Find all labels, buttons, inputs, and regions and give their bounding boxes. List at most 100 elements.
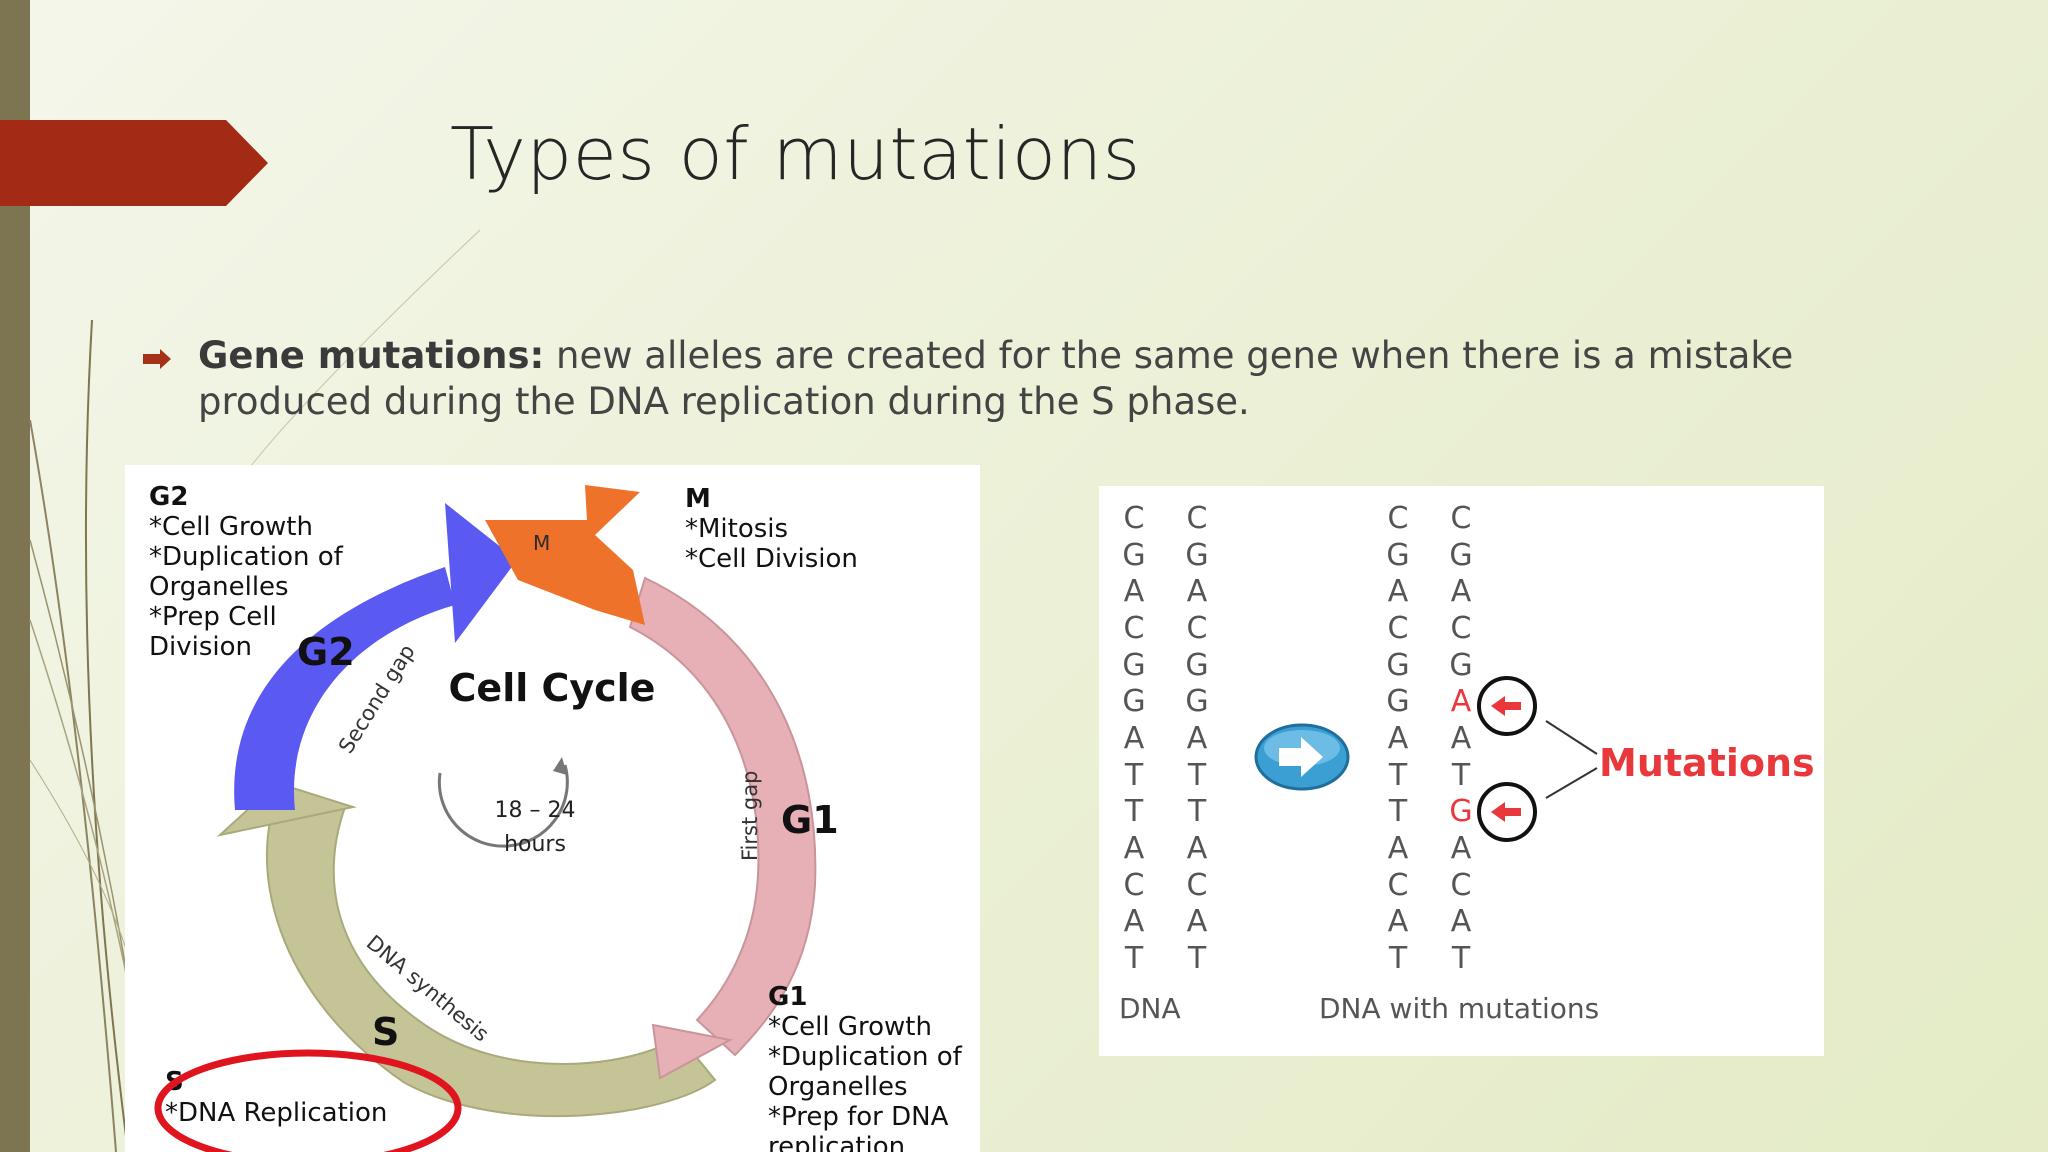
base: G <box>1185 538 1208 573</box>
title-flag-shape <box>0 120 268 206</box>
base: A <box>1187 721 1208 756</box>
s-notes: S *DNA Replication <box>165 1067 387 1128</box>
g2-notes-heading: G2 <box>149 482 188 512</box>
bullet-arrow-icon <box>143 349 171 369</box>
base: A <box>1451 904 1472 939</box>
dna-strand-mutated-2: C G A C G A A T G A C A T <box>1449 501 1472 976</box>
base: T <box>1124 941 1144 976</box>
first-gap-label: First gap <box>738 771 762 861</box>
dna-strands: C G A C G G A T T A C A T C G A C G G <box>1122 501 1472 976</box>
base: C <box>1388 868 1409 903</box>
g2-note-line: *Prep Cell <box>149 602 277 632</box>
base: A <box>1124 721 1145 756</box>
g2-phase-label: G2 <box>297 630 355 674</box>
pointer-arrow-icon <box>1477 782 1537 842</box>
base: C <box>1187 611 1208 646</box>
g1-notes: G1 *Cell Growth *Duplication of Organell… <box>768 982 963 1152</box>
base: G <box>1386 684 1409 719</box>
g1-note-line: Organelles <box>768 1072 908 1102</box>
base: C <box>1388 611 1409 646</box>
base: A <box>1124 831 1145 866</box>
base: G <box>1449 648 1472 683</box>
m-phase-label: M <box>533 531 550 555</box>
base: G <box>1185 684 1208 719</box>
base: G <box>1122 684 1145 719</box>
g2-phase-arc <box>234 567 455 810</box>
g1-phase-label: G1 <box>781 798 839 842</box>
base: G <box>1122 648 1145 683</box>
forward-arrow-icon <box>1254 723 1350 791</box>
base: A <box>1124 574 1145 609</box>
base: G <box>1386 538 1409 573</box>
g2-phase-arrowhead <box>445 503 517 643</box>
duration-value: 18 – 24 <box>495 798 576 823</box>
s-phase-label: S <box>372 1010 399 1054</box>
base: C <box>1451 501 1472 536</box>
slide-title: Types of mutations <box>450 112 1141 196</box>
base: A <box>1187 574 1208 609</box>
base: A <box>1187 831 1208 866</box>
base: T <box>1388 794 1408 829</box>
base: G <box>1386 648 1409 683</box>
base: A <box>1388 831 1409 866</box>
mutated-base: A <box>1451 684 1472 719</box>
base: T <box>1187 794 1207 829</box>
dna-mutation-figure: C G A C G G A T T A C A T C G A C G G <box>1099 486 1824 1056</box>
dna-strand-original-1: C G A C G G A T T A C A T <box>1122 501 1145 976</box>
base: C <box>1187 501 1208 536</box>
base: C <box>1451 611 1472 646</box>
g2-note-line: Organelles <box>149 572 289 602</box>
base: A <box>1451 574 1472 609</box>
mutated-base: G <box>1449 794 1472 829</box>
cell-cycle-title: Cell Cycle <box>449 666 656 710</box>
base: C <box>1124 501 1145 536</box>
s-phase-highlight <box>154 1049 462 1152</box>
bullet-description: new alleles are created for the same gen… <box>198 334 1794 423</box>
base: T <box>1388 941 1408 976</box>
base: T <box>1451 941 1471 976</box>
base: C <box>1388 501 1409 536</box>
dna-mutations-label: DNA with mutations <box>1319 992 1599 1025</box>
base: T <box>1124 758 1144 793</box>
base: C <box>1451 868 1472 903</box>
mutations-label: Mutations <box>1599 741 1815 785</box>
g2-note-line: Division <box>149 632 252 662</box>
mutation-connector <box>1545 767 1598 799</box>
bullet-term: Gene mutations: <box>198 334 545 377</box>
s-note-line: *DNA Replication <box>165 1098 387 1128</box>
base: A <box>1187 904 1208 939</box>
g1-note-line: *Prep for DNA <box>768 1102 949 1132</box>
base: G <box>1122 538 1145 573</box>
base: T <box>1388 758 1408 793</box>
dna-label: DNA <box>1119 992 1181 1025</box>
base: C <box>1124 868 1145 903</box>
base: T <box>1187 941 1207 976</box>
decorative-lines <box>29 229 480 1152</box>
base: A <box>1388 574 1409 609</box>
cell-cycle-figure: M G2 G1 S Second gap First gap DNA synth… <box>125 465 980 1152</box>
m-note-line: *Cell Division <box>685 544 858 574</box>
g1-note-line: *Duplication of <box>768 1042 963 1072</box>
duration-unit: hours <box>504 832 566 857</box>
base: C <box>1124 611 1145 646</box>
base: C <box>1187 868 1208 903</box>
m-notes: M *Mitosis *Cell Division <box>685 484 858 574</box>
m-note-line: *Mitosis <box>685 514 788 544</box>
g1-note-line: replication <box>768 1132 905 1152</box>
g2-note-line: *Cell Growth <box>149 512 313 542</box>
base: T <box>1451 758 1471 793</box>
bullet-text: Gene mutations: new alleles are created … <box>198 333 1838 425</box>
m-notes-heading: M <box>685 484 711 514</box>
base: G <box>1449 538 1472 573</box>
g1-note-line: *Cell Growth <box>768 1012 932 1042</box>
cycle-arrow-icon <box>437 757 569 848</box>
dna-strand-mutated-1: C G A C G G A T T A C A T <box>1386 501 1409 976</box>
pointer-arrow-icon <box>1477 676 1537 736</box>
s-phase-arc <box>265 785 717 1118</box>
g1-phase-arc <box>628 576 817 1057</box>
base: A <box>1124 904 1145 939</box>
base: A <box>1451 721 1472 756</box>
base: T <box>1187 758 1207 793</box>
base: G <box>1185 648 1208 683</box>
g2-notes: G2 *Cell Growth *Duplication of Organell… <box>149 482 344 662</box>
